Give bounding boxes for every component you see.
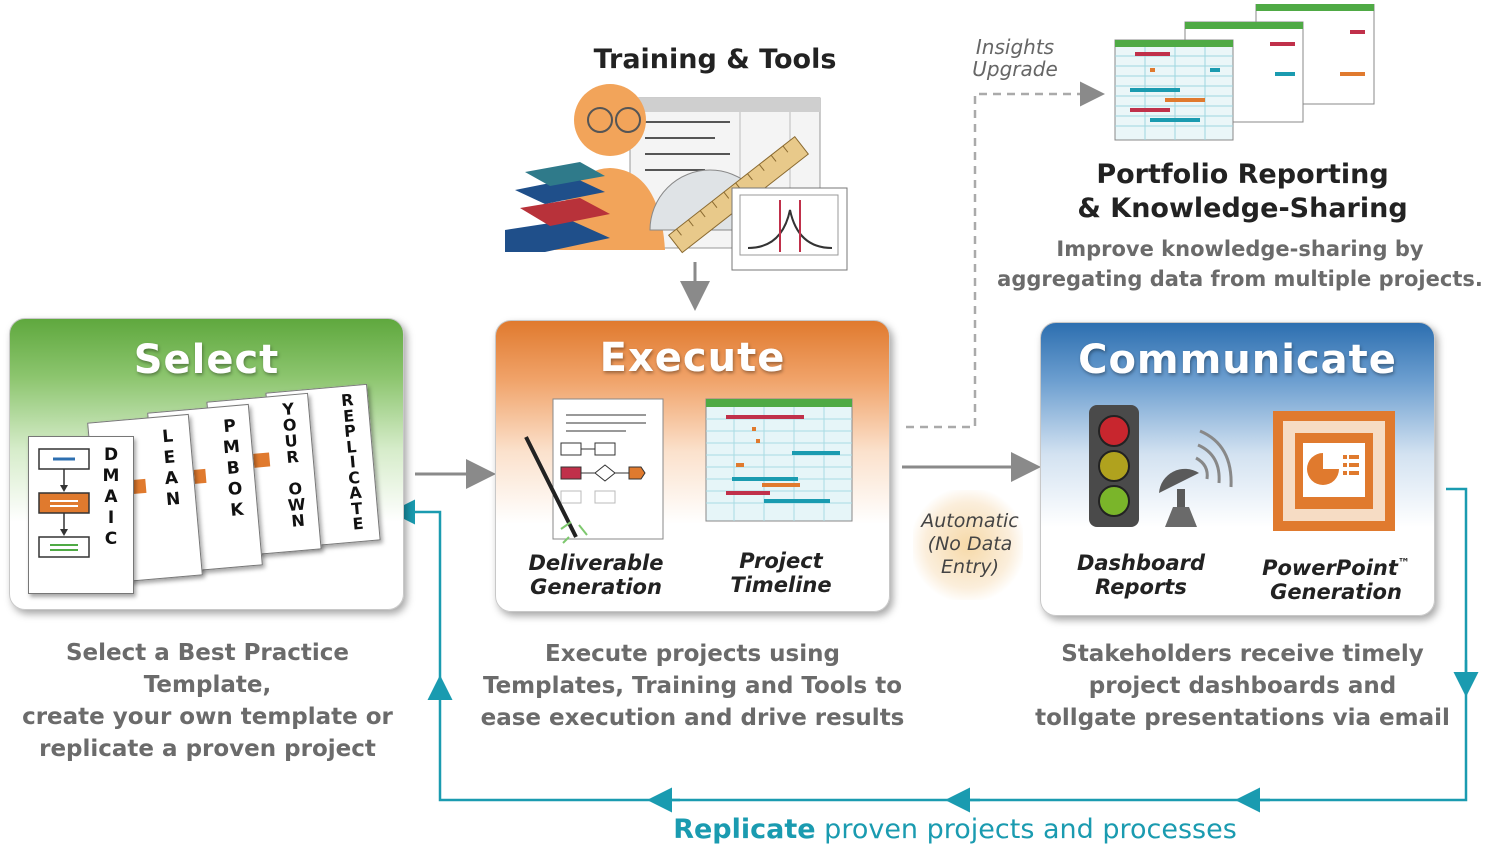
execute-title: Execute: [599, 335, 786, 381]
template-label-dmaic: D M A I C: [102, 445, 120, 549]
powerpoint-generation-caption: PowerPoint™ Generation: [1262, 556, 1410, 604]
select-description: Select a Best Practice Template, create …: [22, 640, 393, 762]
automatic-glow: [913, 490, 1023, 600]
portfolio-title: Portfolio Reporting & Knowledge-Sharing: [1077, 159, 1408, 224]
automatic-label: Automatic (No Data Entry): [921, 510, 1019, 578]
arrow-insights-dashed: [906, 81, 1105, 429]
training-illustration: [505, 84, 848, 271]
template-card-dmaic[interactable]: D M A I C: [28, 436, 134, 594]
template-label-pmbok: P M B O K: [222, 416, 245, 521]
portfolio-spreadsheets: [1114, 4, 1375, 141]
execute-description: Execute projects using Templates, Traini…: [480, 641, 905, 731]
replicate-bold: Replicate: [673, 814, 816, 845]
replicate-caption: Replicate proven projects and processes: [600, 814, 1310, 845]
replicate-loop: [438, 487, 1468, 802]
powerpoint-icon: [1273, 411, 1395, 531]
portfolio-description: Improve knowledge-sharing by aggregating…: [997, 237, 1483, 291]
template-label-lean: L E A N: [161, 426, 182, 511]
template-label-replicate: R E P L I C A T E: [340, 390, 365, 534]
books-icon: [505, 162, 610, 252]
project-timeline-caption: Project Timeline: [730, 549, 832, 597]
dmaic-flowchart-icon: [38, 448, 90, 558]
communicate-title: Communicate: [1078, 337, 1397, 383]
project-timeline-icon: [705, 398, 853, 522]
dashboard-traffic-light-icon: [1089, 405, 1233, 527]
dashboard-reports-caption: Dashboard Reports: [1076, 551, 1206, 599]
communicate-description: Stakeholders receive timely project dash…: [1035, 641, 1450, 731]
insights-upgrade-label: Insights Upgrade: [972, 35, 1058, 81]
select-title: Select: [133, 337, 280, 383]
communicate-panel: Communicate Dashboard: [1040, 322, 1435, 616]
deliverable-generation-caption: Deliverable Generation: [528, 551, 664, 599]
deliverable-document-icon: [524, 398, 664, 544]
training-title: Training & Tools: [593, 44, 837, 75]
execute-panel: Execute: [495, 320, 890, 612]
replicate-rest: proven projects and processes: [815, 814, 1237, 845]
person-head-icon: [574, 84, 646, 156]
template-label-your-own: Y O U R O W N: [281, 399, 307, 531]
satellite-dish-icon: [1159, 429, 1233, 527]
